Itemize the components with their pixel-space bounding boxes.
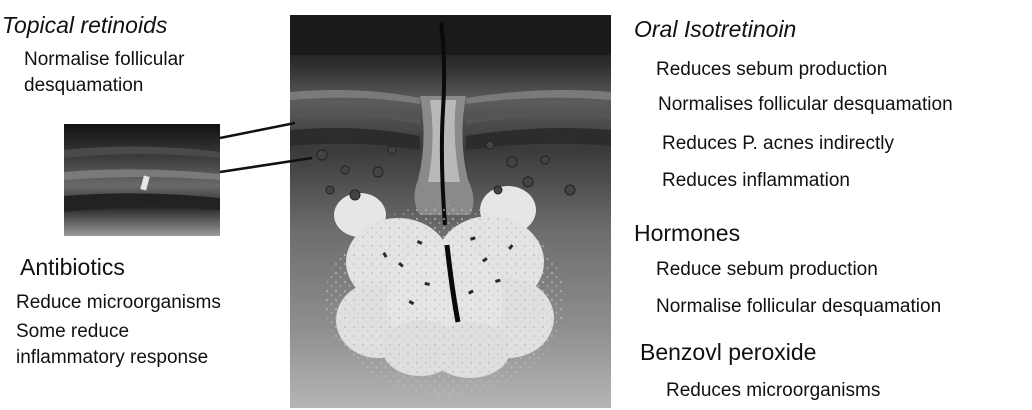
magnified-skin-inset: [64, 124, 220, 236]
oral-isotretinoin-item: Reduces P. acnes indirectly: [662, 133, 894, 155]
antibiotics-heading: Antibiotics: [20, 254, 125, 280]
sebaceous-gland: [325, 186, 565, 395]
hormones-item: Reduce sebum production: [656, 259, 878, 281]
hormones-item: Normalise follicular desquamation: [656, 296, 941, 318]
topical-retinoids-heading: Topical retinoids: [2, 12, 167, 38]
benzoyl-peroxide-heading: Benzovl peroxide: [640, 339, 816, 365]
oral-isotretinoin-heading: Oral Isotretinoin: [634, 16, 796, 42]
hormones-heading: Hormones: [634, 220, 740, 246]
antibiotics-effect-line2: Some reduce: [16, 321, 129, 343]
oral-isotretinoin-item: Reduces sebum production: [656, 59, 887, 81]
topical-retinoids-effect-line1: Normalise follicular: [24, 49, 185, 71]
topical-retinoids-effect-line2: desquamation: [24, 75, 143, 97]
antibiotics-effect-line1: Reduce microorganisms: [16, 292, 221, 314]
benzoyl-peroxide-item: Reduces microorganisms: [666, 380, 880, 402]
oral-isotretinoin-item: Normalises follicular desquamation: [658, 94, 953, 116]
oral-isotretinoin-item: Reduces inflammation: [662, 170, 850, 192]
antibiotics-effect-line3: inflammatory response: [16, 347, 208, 369]
